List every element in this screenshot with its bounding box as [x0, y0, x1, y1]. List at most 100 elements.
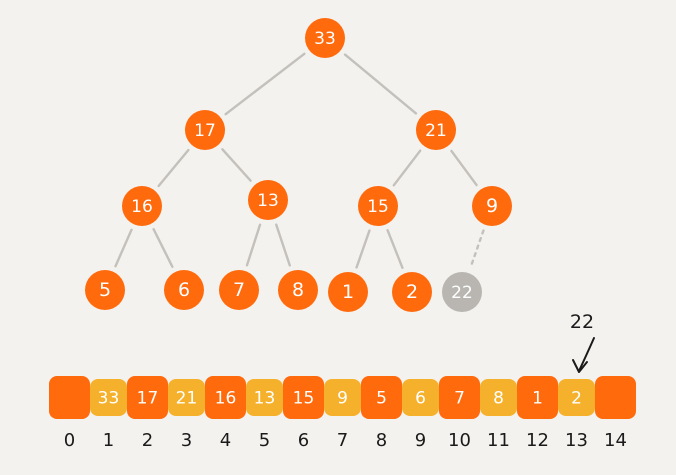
array-cell-value: 33	[98, 389, 120, 409]
tree-node-14: 22	[442, 272, 482, 312]
tree-edge-2-5	[221, 148, 252, 182]
array-cell-box	[595, 376, 636, 419]
tree-node-value: 6	[178, 279, 190, 301]
array-cell-box	[361, 376, 402, 419]
array-index-label: 12	[526, 430, 549, 451]
tree-node-7: 9	[472, 186, 512, 226]
array-cell-value: 8	[493, 389, 504, 409]
array-cell-0	[49, 376, 90, 419]
array-cell-box	[90, 379, 127, 416]
tree-node-circle	[305, 18, 345, 58]
array-cell-value: 7	[454, 389, 465, 409]
array-cell-2: 17	[127, 376, 168, 419]
tree-edge-6-12	[355, 229, 371, 269]
array-cell-box	[324, 379, 361, 416]
tree-node-value: 2	[406, 281, 418, 303]
tree-node-value: 9	[486, 195, 498, 217]
array-cell-value: 5	[376, 389, 387, 409]
tree-edge-5-11	[275, 223, 291, 267]
array-cell-box	[402, 379, 439, 416]
tree-node-3: 21	[416, 110, 456, 150]
array-cell-value: 15	[293, 389, 315, 409]
tree-node-value: 13	[257, 191, 279, 211]
array-cell-value: 21	[176, 389, 198, 409]
tree-node-value: 8	[292, 279, 304, 301]
tree-node-value: 15	[367, 197, 389, 217]
array-index-label: 9	[415, 430, 426, 451]
array-cell-6: 15	[283, 376, 324, 419]
tree-node-4: 16	[122, 186, 162, 226]
tree-node-circle	[358, 186, 398, 226]
tree-node-11: 8	[278, 270, 318, 310]
tree-edge-7-14	[469, 229, 485, 269]
array-cell-box	[49, 376, 90, 419]
array-cell-value: 1	[532, 389, 543, 409]
heap-array: 33 17 21 16 13 15 9 5 6 7 8 1 2	[49, 376, 636, 419]
tree-edge-2-4	[157, 148, 190, 188]
array-cell-box	[558, 379, 595, 416]
tree-node-value: 22	[451, 283, 473, 303]
tree-node-value: 7	[233, 279, 245, 301]
tree-node-value: 16	[131, 197, 153, 217]
array-cell-value: 17	[137, 389, 159, 409]
array-cell-value: 13	[254, 389, 276, 409]
array-cell-7: 9	[324, 379, 361, 416]
tree-edge-3-6	[392, 149, 422, 187]
tree-edge-1-2	[224, 52, 306, 116]
array-cell-box	[205, 376, 246, 419]
tree-node-circle	[278, 270, 318, 310]
tree-node-circle	[185, 110, 225, 150]
tree-node-value: 21	[425, 121, 447, 141]
tree-node-9: 6	[164, 270, 204, 310]
array-cell-5: 13	[246, 379, 283, 416]
array-index-label: 8	[376, 430, 387, 451]
array-index-label: 5	[259, 430, 270, 451]
array-cell-value: 16	[215, 389, 237, 409]
array-cell-14	[595, 376, 636, 419]
tree-edges	[114, 52, 485, 270]
array-cell-box	[283, 376, 324, 419]
array-index-label: 2	[142, 430, 153, 451]
tree-edge-1-3	[343, 53, 418, 115]
tree-node-value: 17	[194, 121, 216, 141]
array-index-label: 7	[337, 430, 348, 451]
curved-arrow-icon	[572, 337, 595, 373]
array-index-label: 11	[487, 430, 510, 451]
array-index-label: 3	[181, 430, 192, 451]
insert-value-label: 22	[570, 311, 594, 333]
array-cell-value: 6	[415, 389, 426, 409]
tree-node-13: 2	[392, 272, 432, 312]
tree-node-circle	[416, 110, 456, 150]
tree-edge-6-13	[386, 228, 404, 270]
array-cell-box	[480, 379, 517, 416]
array-cell-8: 5	[361, 376, 402, 419]
array-cell-11: 8	[480, 379, 517, 416]
tree-node-circle	[122, 186, 162, 226]
tree-node-circle	[219, 270, 259, 310]
tree-node-value: 5	[99, 279, 111, 301]
array-index-label: 6	[298, 430, 309, 451]
tree-node-1: 33	[305, 18, 345, 58]
tree-node-5: 13	[248, 180, 288, 220]
tree-node-circle	[442, 272, 482, 312]
tree-node-circle	[472, 186, 512, 226]
array-cell-box	[168, 379, 205, 416]
tree-edge-5-10	[245, 223, 262, 267]
array-cell-box	[246, 379, 283, 416]
tree-node-value: 1	[342, 281, 354, 303]
array-cell-1: 33	[90, 379, 127, 416]
tree-edge-4-9	[152, 228, 174, 268]
tree-node-circle	[164, 270, 204, 310]
array-cell-value: 9	[337, 389, 348, 409]
tree-node-6: 15	[358, 186, 398, 226]
tree-node-value: 33	[314, 29, 336, 49]
array-index-label: 4	[220, 430, 231, 451]
tree-node-8: 5	[85, 270, 125, 310]
array-cell-value: 2	[571, 389, 582, 409]
array-cell-10: 7	[439, 376, 480, 419]
tree-node-12: 1	[328, 272, 368, 312]
array-cell-12: 1	[517, 376, 558, 419]
array-index-label: 14	[604, 430, 627, 451]
